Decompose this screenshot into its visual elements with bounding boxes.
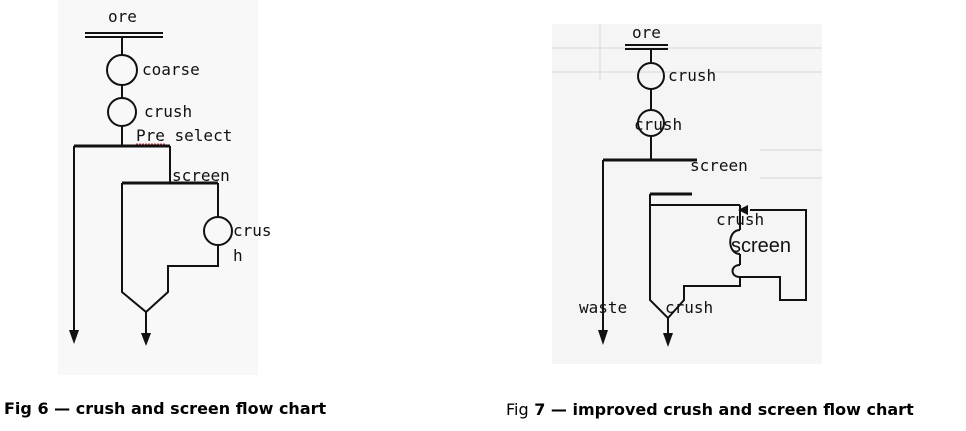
fig7-background-grid: [552, 24, 822, 179]
fig7-crush2-label: crush: [634, 115, 682, 134]
fig7-caption-text: 7 — improved crush and screen flow chart: [528, 400, 914, 419]
fig7-product-arrow: [663, 333, 673, 347]
fig7-crush4-label: crush: [665, 298, 713, 317]
fig7-hopper-right: [667, 277, 741, 319]
fig6-hopper-left: [121, 183, 147, 335]
fig6-crush2-label-a: crus: [233, 221, 272, 240]
fig6-product-arrow: [141, 333, 151, 346]
fig6-screen-label: screen: [172, 166, 230, 185]
fig6-hopper-right: [145, 245, 219, 313]
fig6-background: [58, 0, 258, 375]
fig6-caption: Fig 6 — crush and screen flow chart: [4, 399, 327, 418]
fig7-ore-label: ore: [632, 23, 661, 42]
fig7-crusher-3: [729, 229, 741, 255]
fig7-hopper-left: [649, 194, 669, 335]
fig7-waste-arrow: [598, 330, 608, 345]
fig7-recycle-arrow: [738, 205, 748, 215]
fig7-screen2-label: screen: [731, 235, 791, 257]
fig6-diagram: ore coarse crush Pre select screen crus …: [69, 7, 272, 346]
fig7-diagram: ore crush crush screen waste crush scree…: [579, 23, 807, 347]
fig7-recycle-loop: [740, 209, 807, 301]
fig7-screen-label: screen: [690, 156, 748, 175]
fig6-crush2-label-b: h: [233, 246, 243, 265]
fig7-crush-label: crush: [668, 66, 716, 85]
fig7-crusher-4: [731, 264, 741, 278]
fig6-ore-label: ore: [108, 7, 137, 26]
fig7-waste-label: waste: [579, 298, 627, 317]
fig7-caption: Fig 7 — improved crush and screen flow c…: [506, 400, 914, 419]
fig6-coarse-label: coarse: [142, 60, 200, 79]
fig7-caption-prefix: Fig: [506, 400, 529, 419]
fig6-preselect-label: Pre select: [136, 126, 232, 145]
fig6-crush-label: crush: [144, 102, 192, 121]
fig6-undersize-arrow: [69, 330, 79, 344]
